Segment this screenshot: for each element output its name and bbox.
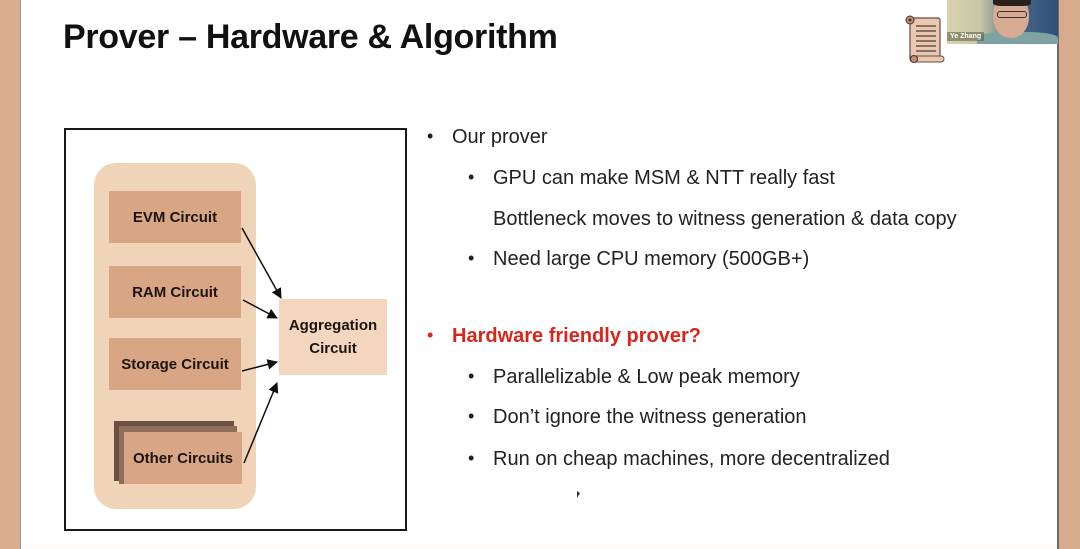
other-circuits-box: Other Circuits [124,432,242,484]
scroll-icon [905,15,945,63]
participant-name-label: Ye Zhang [947,32,985,41]
evm-circuit-box: EVM Circuit [109,191,241,243]
aggregation-label-line2: Circuit [309,340,357,357]
bullet-hardware-friendly: Hardware friendly prover? [452,325,701,347]
bullet-cheap-machines: Run on cheap machines, more decentralize… [493,448,890,470]
presentation-slide: Prover – Hardware & Algorithm EVM Circui… [21,0,1057,549]
slide-right-edge [1057,0,1059,549]
bullet-cpu-memory: Need large CPU memory (500GB+) [493,248,810,270]
window-left-border [0,0,20,549]
bullet-dot: • [468,448,475,468]
bullet-witness-generation: Don’t ignore the witness generation [493,406,807,428]
slide-bottom-strip [21,544,1057,549]
storage-circuit-box: Storage Circuit [109,338,241,390]
participant-glasses [997,11,1027,18]
bullet-dot: • [468,406,475,426]
mouse-cursor-icon [577,491,580,498]
participant-hair [993,0,1031,6]
bullet-dot: • [427,126,434,146]
window-right-border [1059,0,1080,549]
bullet-dot: • [468,366,475,386]
slide-left-edge [20,0,21,549]
bullet-dot: • [468,248,475,268]
circuit-diagram: EVM Circuit RAM Circuit Storage Circuit … [64,128,407,531]
bullet-our-prover: Our prover [452,126,548,148]
slide-title: Prover – Hardware & Algorithm [63,18,558,56]
bullet-bottleneck: Bottleneck moves to witness generation &… [493,208,957,230]
participant-shirt [977,32,1058,44]
participant-face [993,0,1029,38]
bullet-dot: • [468,167,475,187]
aggregation-label-line1: Aggregation [288,317,378,334]
participant-video-tile[interactable]: Ye Zhang [947,0,1058,44]
aggregation-circuit-box: Aggregation Circuit [279,299,387,375]
bullet-dot-highlight: • [427,325,434,345]
ram-circuit-box: RAM Circuit [109,266,241,318]
bullet-gpu-fast: GPU can make MSM & NTT really fast [493,167,835,189]
bullet-parallelizable: Parallelizable & Low peak memory [493,366,800,388]
